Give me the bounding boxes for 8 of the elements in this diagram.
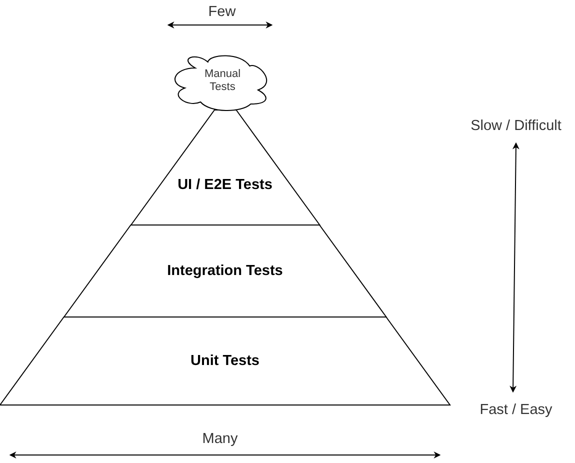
layer-label: Unit Tests xyxy=(190,352,260,370)
layer-label: Manual Tests xyxy=(203,68,242,94)
axis-label: Slow / Difficult xyxy=(470,118,562,134)
axis-label: Many xyxy=(202,431,238,447)
layer-label: UI / E2E Tests xyxy=(178,176,272,194)
axis-label: Fast / Easy xyxy=(480,402,552,418)
axis-label: Few xyxy=(208,4,236,20)
layer-label: Integration Tests xyxy=(167,262,283,280)
